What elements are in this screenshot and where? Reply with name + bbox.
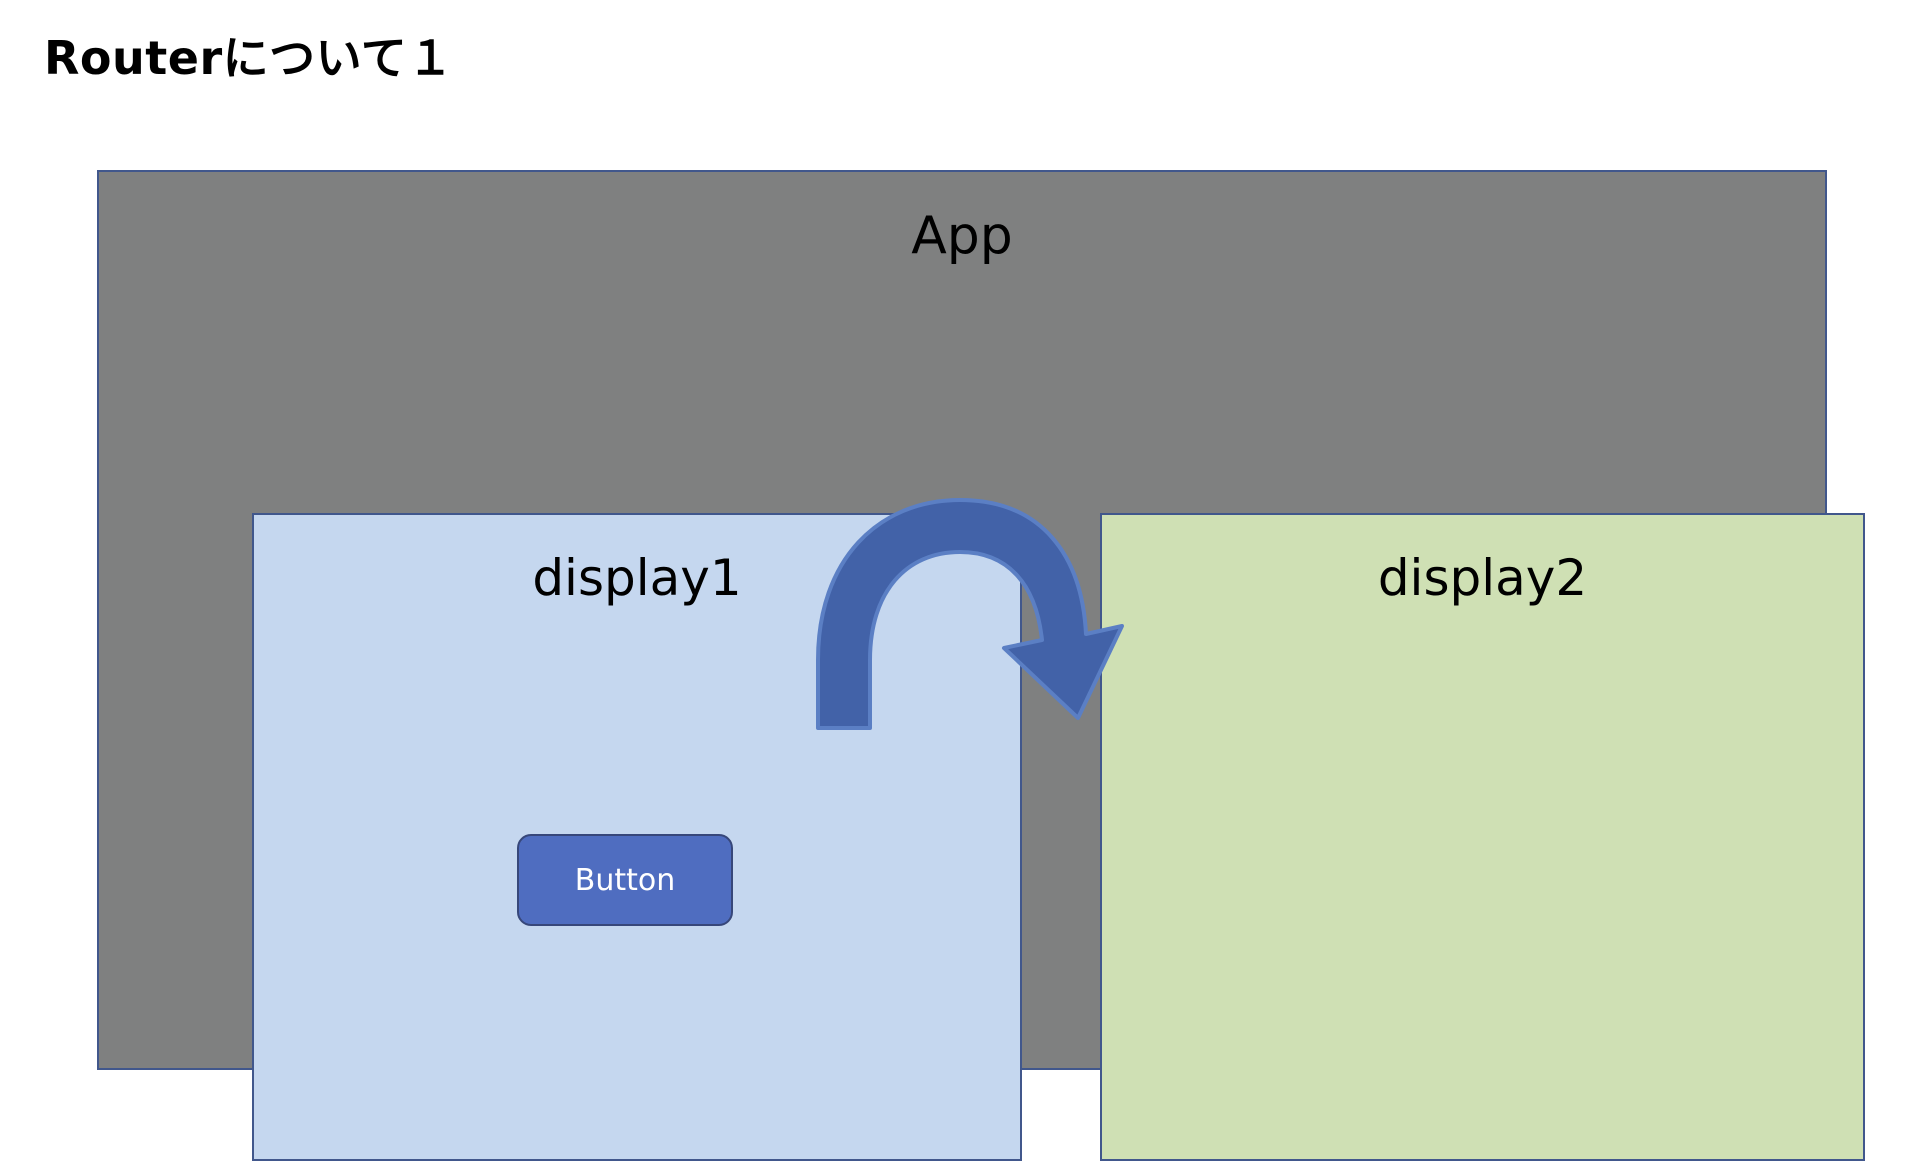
button-label: Button	[574, 862, 676, 898]
app-container: App display1 display2 Button	[97, 170, 1865, 1161]
display2-panel: display2	[1100, 513, 1865, 1161]
display1-label: display1	[532, 549, 742, 607]
page-title: Routerについて１	[44, 31, 454, 85]
button-control[interactable]: Button	[517, 834, 733, 926]
app-container-label: App	[911, 206, 1013, 266]
display2-label: display2	[1377, 549, 1588, 607]
